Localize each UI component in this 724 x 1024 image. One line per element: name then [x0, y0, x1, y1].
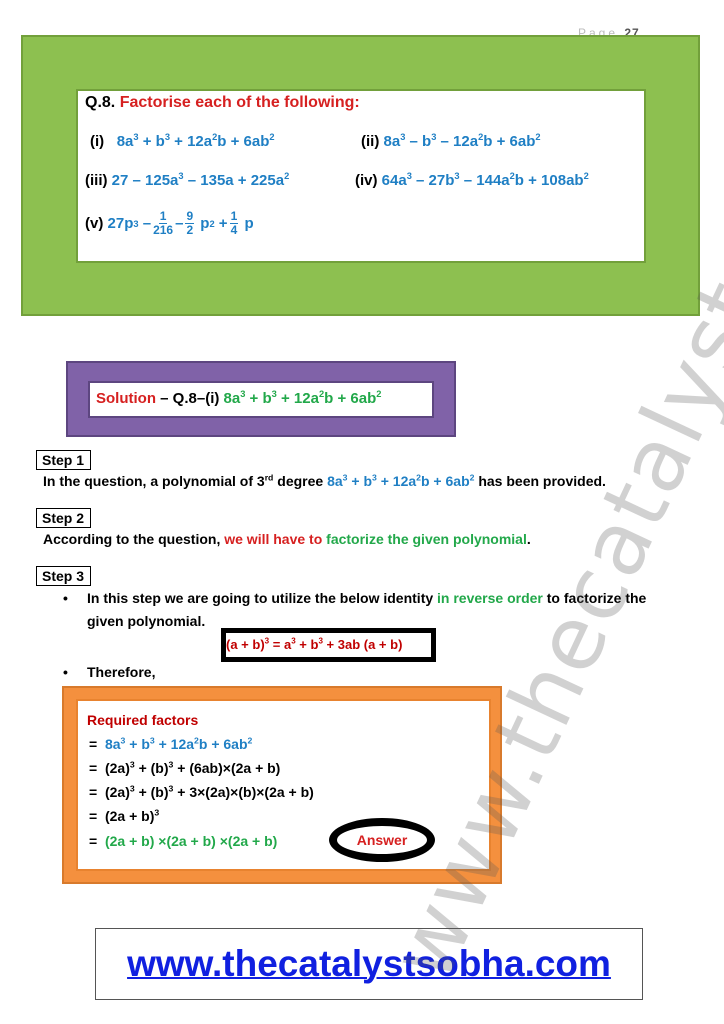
step-3-label: Step 3 — [36, 566, 92, 586]
math-expr: 8a3 – b3 – 12a2b + 6ab2 — [383, 132, 541, 150]
answer-line-5: = (2a + b) ×(2a + b) ×(2a + b) — [89, 833, 278, 849]
answer-line-1: = 8a3 + b3 + 12a2b + 6ab2 — [89, 735, 253, 752]
step-1-text: In the question, a polynomial of 3rd deg… — [43, 472, 606, 489]
math-expr: 64a3 – 27b3 – 144a2b + 108ab2 — [381, 171, 589, 189]
bullet-dot: • — [63, 590, 68, 606]
question-inner-box — [76, 89, 646, 263]
identity-box — [221, 628, 436, 662]
solution-heading: Solution – Q.8–(i) 8a3 + b3 + 12a2b + 6a… — [96, 389, 382, 407]
answer-line-4: = (2a + b)3 — [89, 807, 160, 824]
question-title: Q.8. Factorise each of the following: — [85, 94, 360, 111]
required-factors-heading: Required factors — [87, 712, 199, 728]
solution-inner-box — [88, 381, 434, 418]
answer-line-3: = (2a)3 + (b)3 + 3×(2a)×(b)×(2a + b) — [89, 783, 314, 800]
bullet-dot: • — [63, 664, 68, 680]
step-2-label: Step 2 — [36, 508, 92, 528]
answer-label: Answer — [356, 832, 408, 848]
question-item-ii: (ii) 8a3 – b3 – 12a2b + 6ab2 — [361, 132, 541, 150]
website-box: www.thecatalystsobha.com — [95, 928, 643, 1000]
math-expr: 27 – 125a3 – 135a + 225a2 — [111, 171, 290, 189]
step-3-bullet-2: Therefore, — [87, 664, 156, 680]
question-item-iv: (iv) 64a3 – 27b3 – 144a2b + 108ab2 — [355, 171, 589, 189]
question-item-iii: (iii) 27 – 125a3 – 135a + 225a2 — [85, 171, 290, 189]
answer-line-2: = (2a)3 + (b)3 + (6ab)×(2a + b) — [89, 759, 281, 776]
website-link[interactable]: www.thecatalystsobha.com — [127, 943, 611, 984]
step-2-text: According to the question, we will have … — [43, 531, 531, 547]
step-3-bullet-1: In this step we are going to utilize the… — [87, 590, 647, 606]
question-item-i: (i) 8a3 + b3 + 12a2b + 6ab2 — [90, 132, 275, 150]
answer-oval: Answer — [329, 818, 435, 862]
identity-formula: (a + b)3 = a3 + b3 + 3ab (a + b) — [226, 636, 403, 652]
step-3-bullet-1-line2: given polynomial. — [87, 613, 206, 629]
math-expr: 8a3 + b3 + 12a2b + 6ab2 — [116, 132, 275, 150]
step-1-label: Step 1 — [36, 450, 92, 470]
